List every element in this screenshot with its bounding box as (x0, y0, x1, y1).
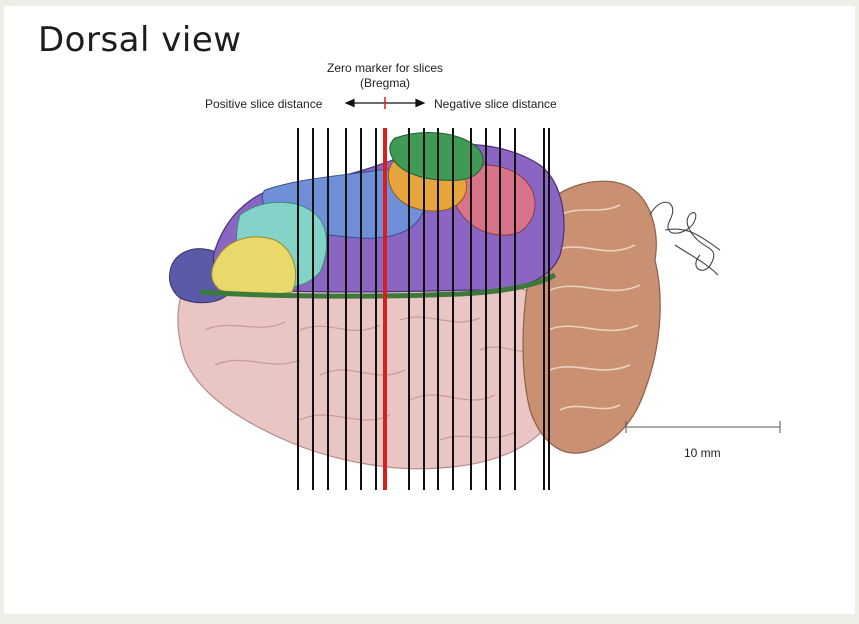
scale-bar (626, 421, 780, 433)
artist-signature (650, 202, 720, 275)
lower-brain (178, 283, 569, 469)
direction-arrow (346, 97, 424, 109)
